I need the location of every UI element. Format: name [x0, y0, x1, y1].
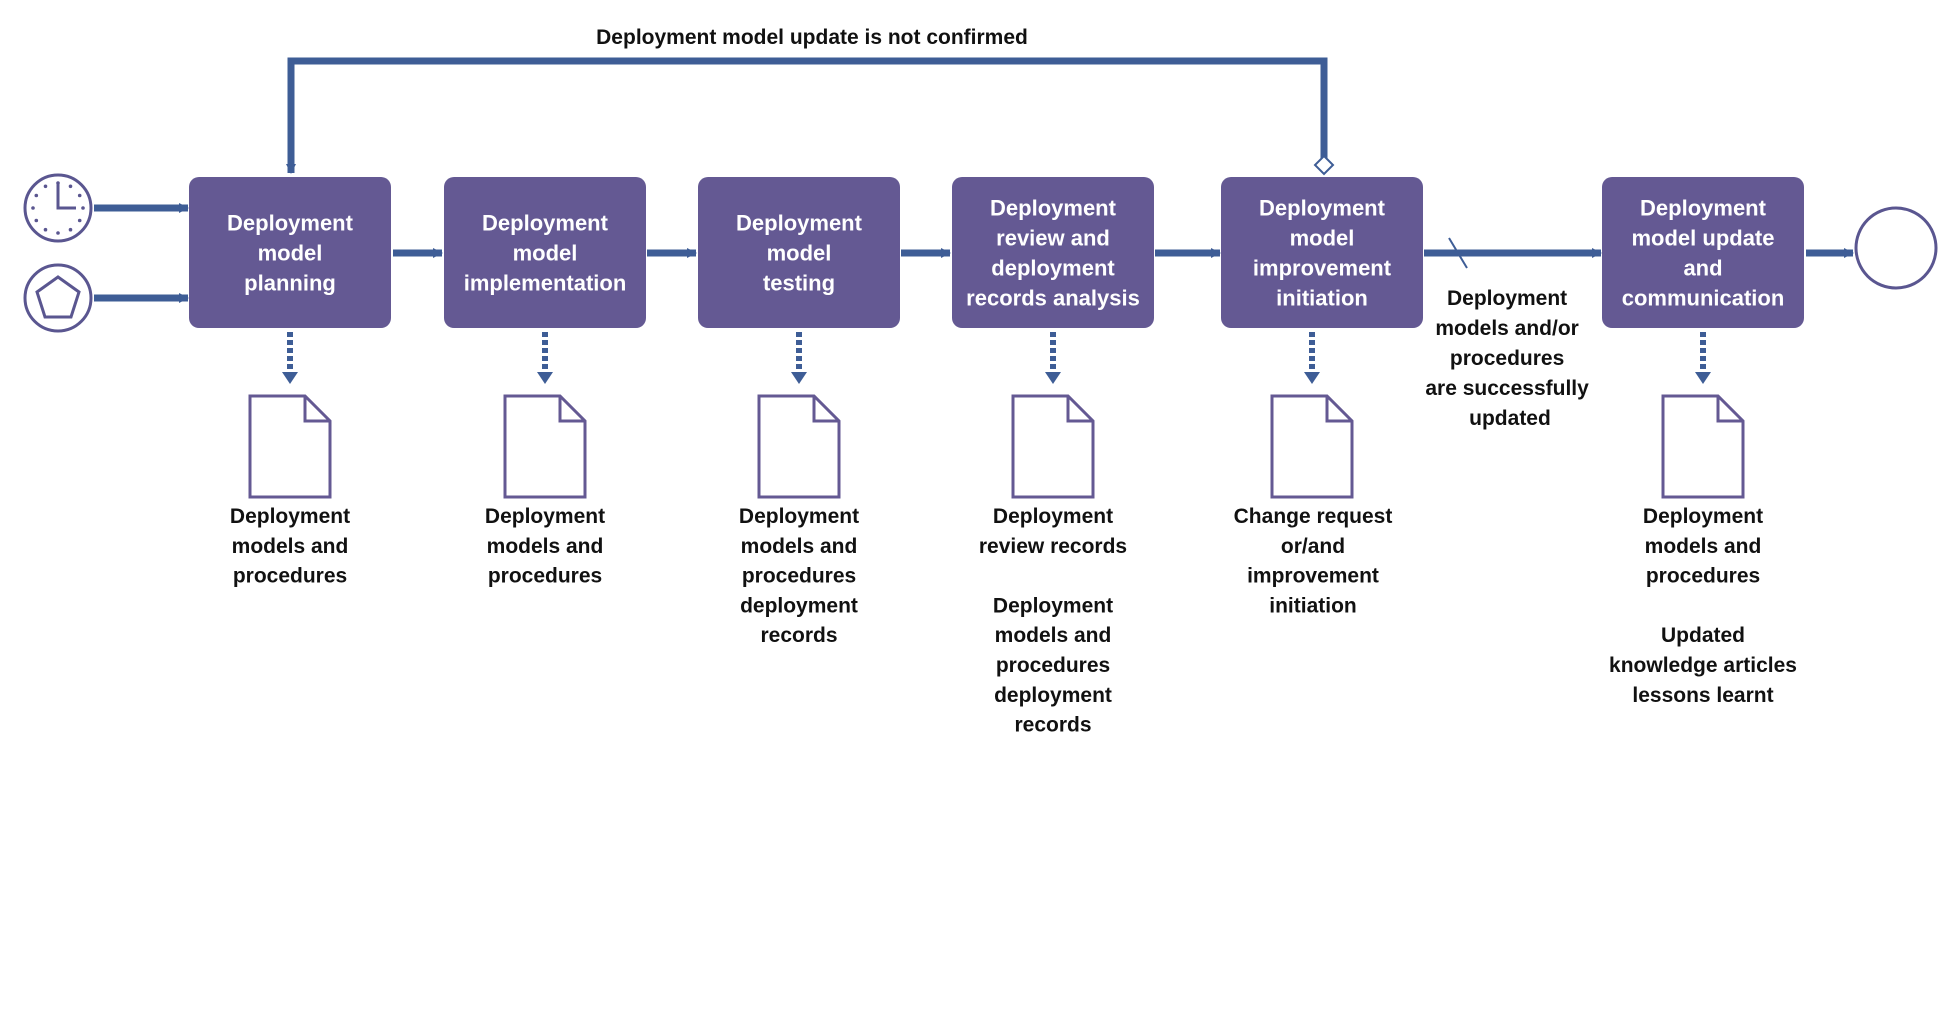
process-label-line: model — [258, 241, 323, 266]
output-label-line: or/and — [1281, 535, 1345, 558]
arrowhead-icon — [1695, 372, 1711, 384]
clock-icon — [23, 173, 93, 243]
process-label-line: model — [767, 241, 832, 266]
output-label-line: models and — [232, 535, 349, 558]
process-box — [444, 177, 646, 328]
diamond-icon — [1313, 154, 1335, 176]
process-label-line: Deployment — [736, 211, 863, 236]
condition-line: are successfully — [1425, 377, 1589, 400]
output-label-line: Deployment — [1643, 505, 1763, 528]
output-label-line: records — [1014, 714, 1091, 737]
output-label-line: deployment — [740, 594, 858, 617]
output-label-line: models and — [1645, 535, 1762, 558]
process-label-line: Deployment — [990, 196, 1117, 221]
output-label: Change request or/and improvement initiatio… — [1234, 505, 1393, 617]
process-label: Deployment review and deployment records an… — [966, 196, 1140, 311]
arrowhead-icon — [1045, 372, 1061, 384]
document-icon — [248, 394, 332, 499]
process-box — [1602, 177, 1804, 328]
process-label-line: Deployment — [1259, 196, 1386, 221]
output-label-line: Change request — [1234, 505, 1393, 528]
pentagon-icon — [23, 263, 93, 333]
end-circle-icon — [1854, 206, 1938, 290]
process-box — [1221, 177, 1423, 328]
output-label-line: procedures — [996, 654, 1110, 677]
output-label-line: Deployment — [993, 505, 1113, 528]
output-label-line: Deployment — [993, 594, 1113, 617]
process-label-line: model — [1290, 226, 1355, 251]
process-label-line: and — [1683, 256, 1722, 281]
output-label-line: improvement — [1247, 565, 1379, 588]
process-label-line: testing — [763, 271, 835, 296]
process-label: Deployment model improvement initiation — [1253, 196, 1392, 311]
document-icon — [1661, 394, 1745, 499]
process-label-line: model — [513, 241, 578, 266]
output-label: Deployment models and procedures — [485, 505, 605, 588]
process-label-line: Deployment — [482, 211, 609, 236]
document-icon — [1270, 394, 1354, 499]
output-label-line: Updated — [1661, 624, 1745, 647]
arrowhead-icon — [282, 372, 298, 384]
document-icon — [503, 394, 587, 499]
output-label-line: procedures — [488, 565, 602, 588]
process-box — [698, 177, 900, 328]
process-label-line: deployment — [991, 256, 1115, 281]
arrowhead-icon — [1304, 372, 1320, 384]
process-label: Deployment model testing — [736, 211, 863, 296]
arrowhead-icon — [537, 372, 553, 384]
output-label-line: models and — [995, 624, 1112, 647]
output-label-line: knowledge articles — [1609, 654, 1797, 677]
output-label-line: review records — [979, 535, 1127, 558]
condition-line: models and/or — [1435, 317, 1579, 340]
arrowhead-icon — [791, 372, 807, 384]
process-label-line: review and — [996, 226, 1110, 251]
output-label-line: procedures — [1646, 565, 1760, 588]
condition-line: updated — [1469, 407, 1551, 430]
output-label-line: Deployment — [230, 505, 350, 528]
process-label-line: Deployment — [1640, 196, 1767, 221]
output-label: Deployment models and procedures — [230, 505, 350, 588]
output-label-line: lessons learnt — [1632, 684, 1773, 707]
process-label-line: communication — [1622, 286, 1785, 311]
output-label-line: records — [760, 624, 837, 647]
condition-line: procedures — [1450, 347, 1564, 370]
output-label: Deployment models and procedures deployment… — [739, 505, 859, 647]
process-label-line: implementation — [464, 271, 627, 296]
process-review: Deployment review and deployment records an… — [952, 177, 1154, 737]
output-label-line: models and — [487, 535, 604, 558]
process-label-line: improvement — [1253, 256, 1392, 281]
loop-back-flow — [286, 57, 1328, 174]
process-box — [189, 177, 391, 328]
process-label: Deployment model update and communication — [1622, 196, 1785, 311]
output-label-line: procedures — [233, 565, 347, 588]
process-box — [952, 177, 1154, 328]
process-label-line: initiation — [1276, 286, 1368, 311]
process-label: Deployment model implementation — [464, 211, 627, 296]
process-label: Deployment model planning — [227, 211, 354, 296]
success-condition-label: Deployment models and/or procedures are … — [1425, 287, 1594, 430]
process-label-line: planning — [244, 271, 336, 296]
process-label-line: model update — [1631, 226, 1774, 251]
output-label-line: procedures — [742, 565, 856, 588]
document-icon — [1011, 394, 1095, 499]
process-label-line: Deployment — [227, 211, 354, 236]
output-label-line: models and — [741, 535, 858, 558]
output-label-line: Deployment — [485, 505, 605, 528]
output-label-line: Deployment — [739, 505, 859, 528]
process-label-line: records analysis — [966, 286, 1140, 311]
output-label-line: initiation — [1269, 594, 1357, 617]
condition-line: Deployment — [1447, 287, 1567, 310]
slash-icon — [1448, 237, 1468, 269]
loop-condition-label: Deployment model update is not confirmed — [596, 26, 1028, 49]
output-label-line: deployment — [994, 684, 1112, 707]
document-icon — [757, 394, 841, 499]
